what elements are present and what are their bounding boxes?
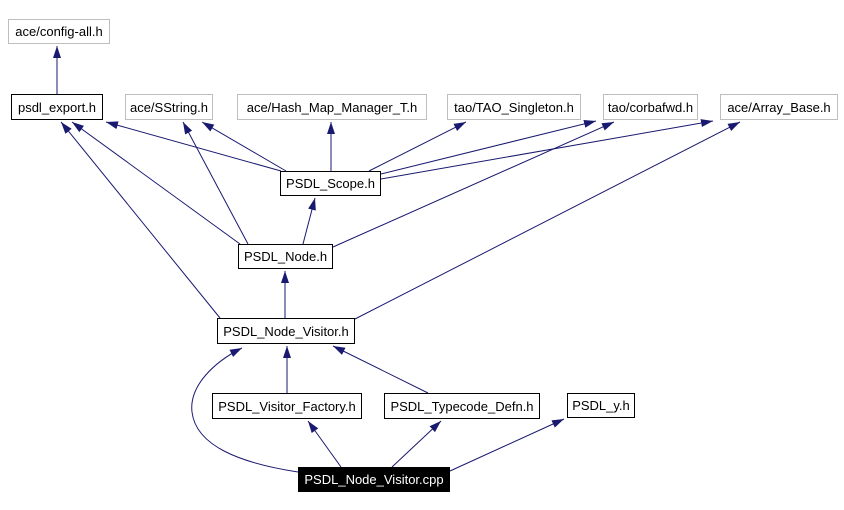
- graph-node-visitor_h[interactable]: PSDL_Node_Visitor.h: [217, 318, 355, 344]
- graph-node-typecode[interactable]: PSDL_Typecode_Defn.h: [384, 393, 540, 419]
- graph-edge-cpp--typecode: [391, 420, 442, 468]
- graph-edge-node--corbafwd: [332, 121, 615, 248]
- graph-node-psdl_export[interactable]: psdl_export.h: [11, 94, 103, 120]
- graph-node-label: PSDL_Visitor_Factory.h: [218, 398, 356, 414]
- graph-node-sstring: ace/SString.h: [125, 94, 213, 120]
- graph-node-psdl_y[interactable]: PSDL_y.h: [567, 393, 635, 418]
- graph-node-label: ace/config-all.h: [15, 24, 103, 39]
- graph-node-config_all: ace/config-all.h: [8, 19, 110, 44]
- graph-edge-scope--array_base: [380, 119, 714, 180]
- graph-node-label: PSDL_Node.h: [243, 249, 328, 264]
- graph-edge-cpp--psdl_y: [449, 418, 565, 472]
- graph-edge-cpp--visitor_h: [191, 347, 299, 473]
- graph-edge-scope--tao_singleton: [368, 121, 467, 172]
- graph-edge-node--sstring: [182, 121, 249, 245]
- graph-node-tao_singleton: tao/TAO_Singleton.h: [447, 94, 581, 120]
- graph-edge-scope--corbafwd: [380, 119, 597, 175]
- graph-node-label: ace/SString.h: [129, 99, 209, 115]
- graph-node-label: tao/TAO_Singleton.h: [454, 99, 574, 115]
- graph-node-label: PSDL_Scope.h: [286, 176, 375, 191]
- graph-edge-node--scope: [302, 197, 316, 245]
- graph-node-factory[interactable]: PSDL_Visitor_Factory.h: [212, 393, 362, 419]
- graph-node-corbafwd: tao/corbafwd.h: [603, 94, 698, 120]
- graph-edge-scope--psdl_export: [105, 121, 282, 172]
- graph-node-label: ace/Array_Base.h: [727, 99, 831, 115]
- graph-node-label: PSDL_y.h: [572, 398, 630, 413]
- graph-edge-visitor_h--psdl_export: [60, 121, 221, 319]
- graph-node-cpp: PSDL_Node_Visitor.cpp: [298, 467, 450, 492]
- graph-node-node[interactable]: PSDL_Node.h: [238, 244, 333, 269]
- graph-edge-scope--sstring: [201, 121, 287, 172]
- graph-node-label: PSDL_Typecode_Defn.h: [390, 398, 534, 414]
- graph-node-array_base: ace/Array_Base.h: [720, 94, 838, 120]
- graph-edge-typecode--visitor_h: [332, 345, 429, 394]
- graph-node-label: ace/Hash_Map_Manager_T.h: [246, 99, 418, 115]
- graph-node-hashmap: ace/Hash_Map_Manager_T.h: [237, 94, 427, 120]
- graph-node-scope[interactable]: PSDL_Scope.h: [280, 171, 381, 196]
- graph-node-label: PSDL_Node_Visitor.h: [223, 323, 349, 339]
- graph-node-label: PSDL_Node_Visitor.cpp: [304, 472, 444, 487]
- graph-edge-visitor_h--array_base: [354, 121, 741, 320]
- graph-edge-node--psdl_export: [71, 121, 241, 245]
- graph-node-label: tao/corbafwd.h: [607, 99, 694, 115]
- graph-node-label: psdl_export.h: [17, 99, 97, 115]
- graph-edge-cpp--factory: [307, 420, 342, 468]
